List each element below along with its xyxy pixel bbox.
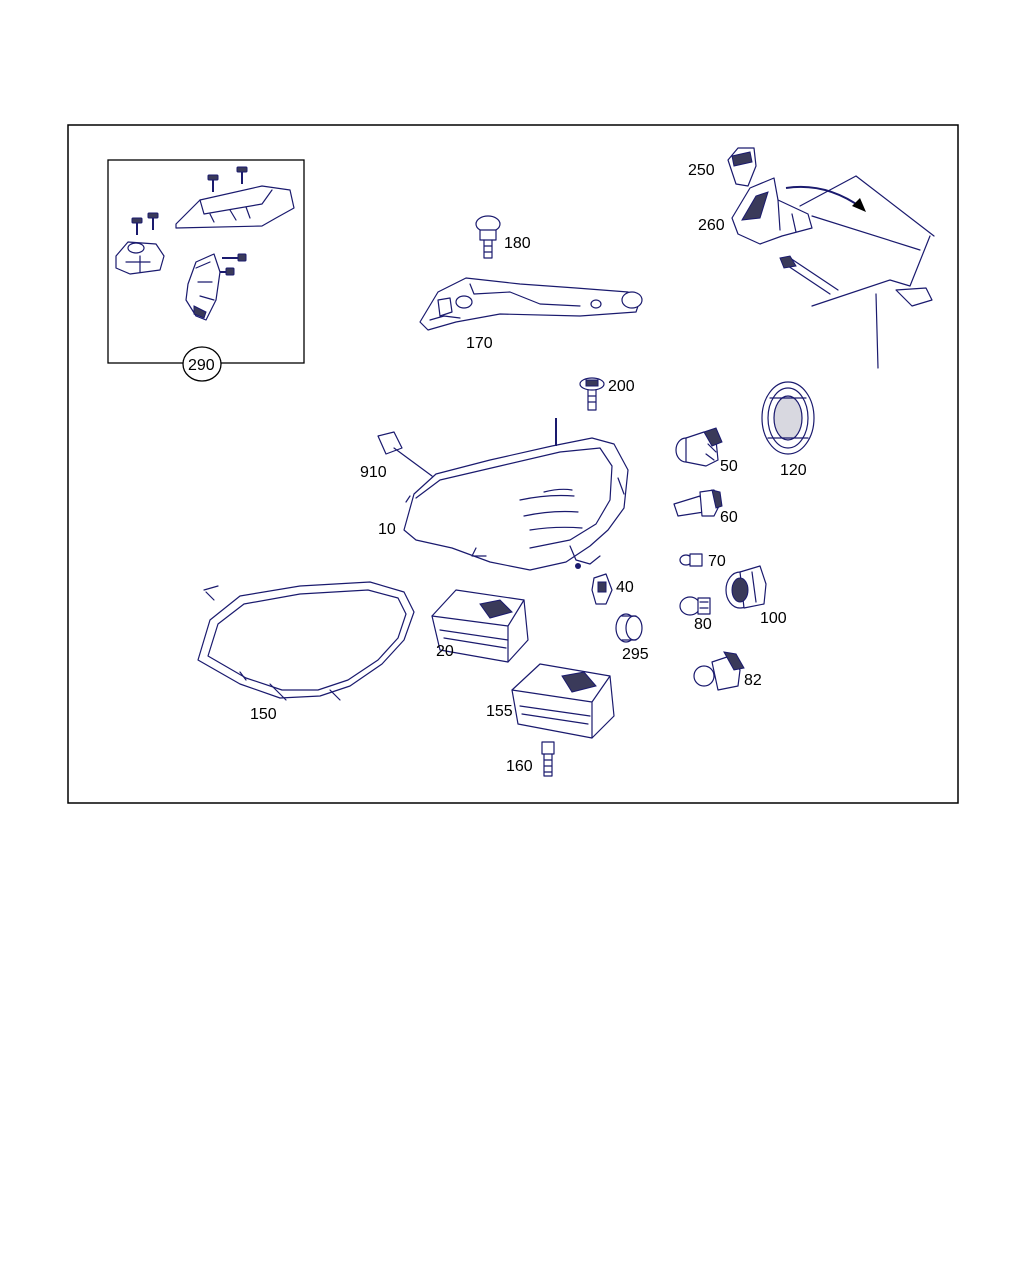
- part-160-bolt[interactable]: [541, 741, 555, 777]
- part-80-bulb[interactable]: [679, 596, 711, 616]
- callout-180: 180: [504, 235, 531, 252]
- callout-100: 100: [760, 610, 787, 627]
- callout-60: 60: [720, 509, 738, 526]
- callout-80: 80: [694, 616, 712, 633]
- part-170-bracket[interactable]: [419, 277, 643, 331]
- callout-40: 40: [616, 579, 634, 596]
- callout-160: 160: [506, 758, 533, 775]
- callout-295: 295: [622, 646, 649, 663]
- part-260-sensor-housing[interactable]: [731, 177, 813, 245]
- part-180-clip[interactable]: [475, 215, 501, 259]
- part-250-connector[interactable]: [727, 147, 757, 187]
- part-10-headlamp[interactable]: [403, 418, 629, 571]
- callout-260: 260: [698, 217, 725, 234]
- callout-10: 10: [378, 521, 396, 538]
- part-70-small-bulb[interactable]: [679, 553, 703, 567]
- callout-290: 290: [188, 357, 215, 374]
- callout-170: 170: [466, 335, 493, 352]
- part-40-clip-nut[interactable]: [591, 573, 613, 605]
- callout-20: 20: [436, 643, 454, 660]
- callout-70: 70: [708, 553, 726, 570]
- callout-250: 250: [688, 162, 715, 179]
- part-20-control-unit[interactable]: [431, 589, 529, 663]
- part-155-control-unit[interactable]: [511, 663, 615, 739]
- windshield-outline: [779, 175, 935, 369]
- callout-150: 150: [250, 706, 277, 723]
- arrow-icon: [785, 185, 866, 212]
- callout-50: 50: [720, 458, 738, 475]
- part-120-cover-cap[interactable]: [761, 381, 815, 455]
- part-295-socket[interactable]: [615, 613, 643, 643]
- callout-200: 200: [608, 378, 635, 395]
- callout-910: 910: [360, 464, 387, 481]
- diagram-frame: [67, 124, 959, 804]
- part-200-screw[interactable]: [579, 377, 605, 411]
- part-82-bulb[interactable]: [693, 651, 745, 691]
- part-290-mount-kit[interactable]: [107, 159, 305, 382]
- callout-120: 120: [780, 462, 807, 479]
- part-100-bulb-socket[interactable]: [725, 565, 767, 609]
- callout-82: 82: [744, 672, 762, 689]
- part-60-bulb[interactable]: [673, 489, 723, 517]
- part-150-housing-frame[interactable]: [197, 581, 415, 701]
- part-50-bulb[interactable]: [675, 427, 723, 467]
- callout-155: 155: [486, 703, 513, 720]
- part-910-label[interactable]: [377, 431, 433, 477]
- callout-circle: [182, 346, 222, 382]
